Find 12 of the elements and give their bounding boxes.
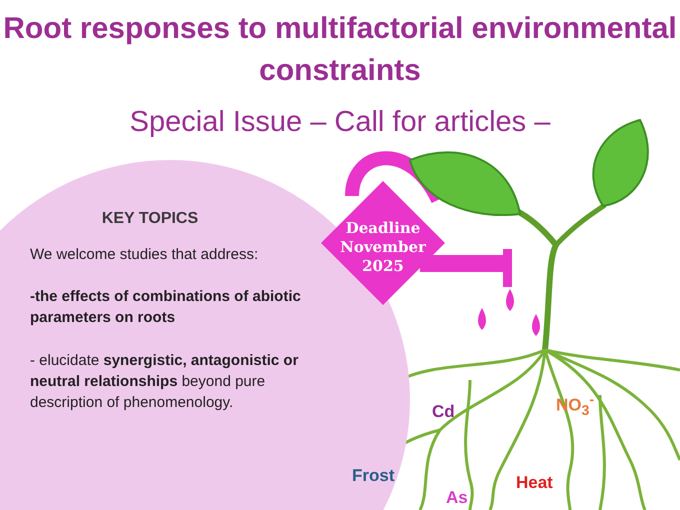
intro-text: We welcome studies that address: (30, 245, 260, 265)
stress-label: Heat (516, 473, 553, 493)
deadline-badge (321, 181, 445, 305)
title: Root responses to multifactorial environmental constraints (2, 11, 678, 89)
topic-text: - elucidate synergistic, antagonistic or neutral relationships beyond pure description of phenomenology. (30, 351, 300, 413)
stress-label: As (446, 488, 468, 508)
stress-label: Cd (432, 402, 455, 422)
stress-label: Frost (352, 466, 394, 486)
subtitle: Special Issue – Call for articles – (128, 106, 552, 139)
heading: KEY TOPICS (100, 209, 200, 229)
deadline-text: Deadline November 2025 (339, 219, 427, 276)
topic-text: -the effects of combinations of abiotic parameters on roots (30, 287, 302, 328)
